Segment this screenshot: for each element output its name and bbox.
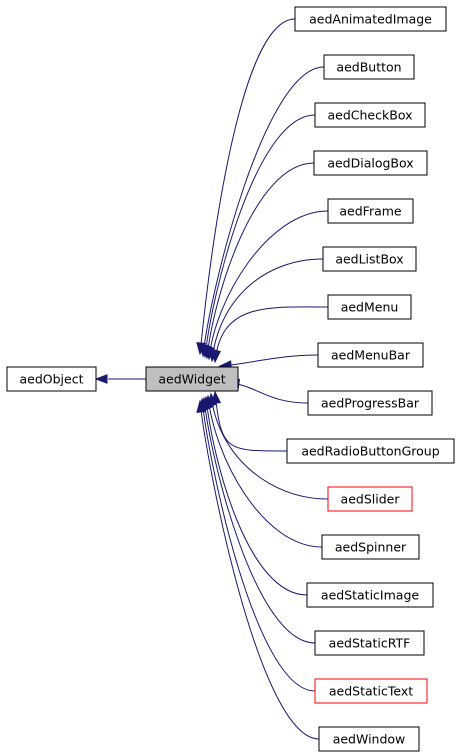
node-aedStaticText[interactable]: aedStaticText <box>314 678 428 704</box>
edge-aedSpinner-to-aedWidget <box>207 395 323 548</box>
edge-aedSlider-to-aedWidget <box>210 393 329 500</box>
edge-aedWindow-to-aedWidget <box>199 400 320 740</box>
node-label-aedSlider: aedSlider <box>341 492 401 507</box>
edge-aedStaticRTF-to-aedWidget <box>203 397 316 644</box>
node-aedSlider[interactable]: aedSlider <box>327 486 413 512</box>
edge-aedStaticText-to-aedWidget <box>201 398 316 692</box>
node-label-aedStaticRTF: aedStaticRTF <box>329 636 411 651</box>
node-aedStaticRTF[interactable]: aedStaticRTF <box>314 630 425 656</box>
node-box-aedStaticRTF <box>314 630 425 656</box>
node-box-aedStaticText <box>314 678 428 704</box>
node-label-aedDialogBox: aedDialogBox <box>327 156 413 171</box>
edge-aedButton-to-aedWidget <box>202 66 325 357</box>
node-label-aedObject: aedObject <box>20 372 84 387</box>
edge-aedMenuBar-to-aedWidget <box>219 354 319 367</box>
arrowhead-aedObject <box>94 374 108 384</box>
edge-aedListBox-to-aedWidget <box>211 258 324 362</box>
node-box-aedSpinner <box>321 534 420 560</box>
node-label-aedWidget: aedWidget <box>158 372 225 387</box>
node-aedFrame[interactable]: aedFrame <box>327 198 414 224</box>
node-aedMenu[interactable]: aedMenu <box>327 294 412 320</box>
node-box-aedStaticImage <box>306 582 434 608</box>
node-aedProgressBar[interactable]: aedProgressBar <box>307 390 433 416</box>
node-label-aedButton: aedButton <box>336 60 401 75</box>
node-aedListBox[interactable]: aedListBox <box>322 246 417 272</box>
node-aedObject[interactable]: aedObject <box>6 366 97 392</box>
node-aedStaticImage[interactable]: aedStaticImage <box>306 582 434 608</box>
node-box-aedAnimatedImage <box>294 6 447 32</box>
node-label-aedAnimatedImage: aedAnimatedImage <box>309 12 432 27</box>
node-box-aedProgressBar <box>307 390 433 416</box>
node-label-aedMenu: aedMenu <box>341 300 399 315</box>
node-aedDialogBox[interactable]: aedDialogBox <box>313 150 428 176</box>
node-box-aedRadioButtonGroup <box>286 438 455 464</box>
node-box-aedListBox <box>322 246 417 272</box>
node-box-aedDialogBox <box>313 150 428 176</box>
node-box-aedSlider <box>327 486 413 512</box>
node-label-aedWindow: aedWindow <box>333 732 406 747</box>
edge-aedDialogBox-to-aedWidget <box>206 162 315 359</box>
node-label-aedSpinner: aedSpinner <box>335 540 407 555</box>
node-label-aedStaticImage: aedStaticImage <box>321 588 419 603</box>
node-box-aedWindow <box>318 726 420 752</box>
edge-aedRadioButtonGroup-to-aedWidget <box>214 391 288 452</box>
node-label-aedMenuBar: aedMenuBar <box>331 348 411 363</box>
node-aedWidget[interactable]: aedWidget <box>145 366 239 392</box>
edge-aedFrame-to-aedWidget <box>208 210 329 360</box>
node-box-aedMenu <box>327 294 412 320</box>
node-label-aedStaticText: aedStaticText <box>329 684 413 699</box>
node-aedRadioButtonGroup[interactable]: aedRadioButtonGroup <box>286 438 455 464</box>
node-aedAnimatedImage[interactable]: aedAnimatedImage <box>294 6 447 32</box>
node-aedButton[interactable]: aedButton <box>323 54 415 80</box>
node-label-aedProgressBar: aedProgressBar <box>321 396 420 411</box>
node-box-aedFrame <box>327 198 414 224</box>
arrowhead-aedWindow <box>196 399 207 413</box>
child-nodes-layer: aedAnimatedImage aedButton aedCheckBox aedD… <box>286 6 455 752</box>
node-aedSpinner[interactable]: aedSpinner <box>321 534 420 560</box>
edge-aedStaticImage-to-aedWidget <box>205 396 308 596</box>
node-label-aedCheckBox: aedCheckBox <box>328 108 413 123</box>
node-box-aedButton <box>323 54 415 80</box>
node-label-aedListBox: aedListBox <box>335 252 403 267</box>
edge-aedProgressBar-to-aedWidget <box>227 381 309 404</box>
node-aedCheckBox[interactable]: aedCheckBox <box>314 102 426 128</box>
edge-aedCheckBox-to-aedWidget <box>204 114 316 358</box>
node-box-aedMenuBar <box>317 342 424 368</box>
node-aedMenuBar[interactable]: aedMenuBar <box>317 342 424 368</box>
node-label-aedFrame: aedFrame <box>339 204 402 219</box>
node-aedWindow[interactable]: aedWindow <box>318 726 420 752</box>
arrowhead-aedMenu <box>211 350 222 364</box>
edge-aedAnimatedImage-to-aedWidget <box>199 18 296 355</box>
node-box-aedCheckBox <box>314 102 426 128</box>
edge-aedMenu-to-aedWidget <box>214 306 329 363</box>
node-label-aedRadioButtonGroup: aedRadioButtonGroup <box>301 444 439 459</box>
